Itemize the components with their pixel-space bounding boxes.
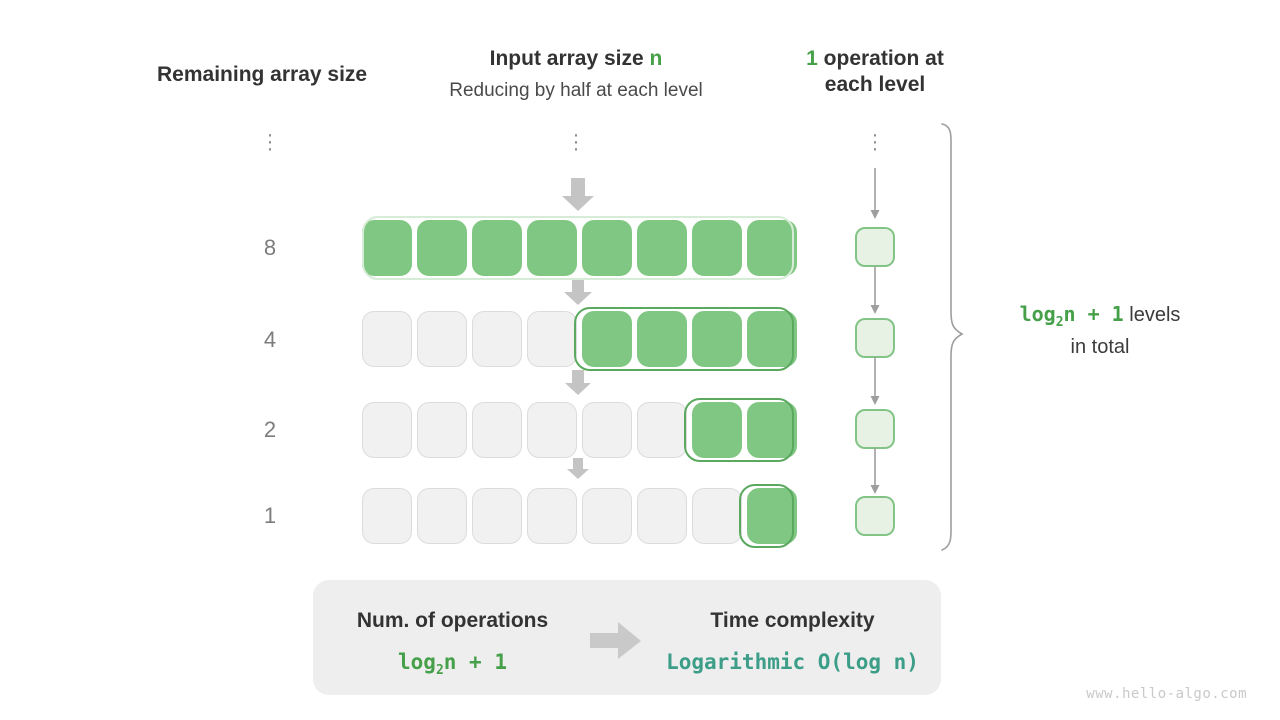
right-arrow-icon-summary [590, 622, 641, 659]
level-label-1: 4 [263, 327, 277, 352]
connector-arrow-icon-1 [870, 266, 880, 314]
array-cell [527, 311, 577, 367]
array-cell [692, 488, 742, 544]
down-arrow-icon-level-3 [567, 458, 589, 479]
array-cell [362, 311, 412, 367]
array-cell [747, 488, 797, 544]
array-cell [527, 488, 577, 544]
header-input-subtitle: Reducing by half at each level [449, 80, 703, 102]
level-label-3: 1 [263, 503, 277, 528]
watermark: www.hello-algo.com [1086, 686, 1247, 702]
ellipsis-array-column: ··· [572, 123, 580, 160]
array-cell [472, 488, 522, 544]
summary-operations-title: Num. of operations [356, 609, 549, 632]
array-cell [692, 220, 742, 276]
array-cell [692, 311, 742, 367]
header-remaining-array-size: Remaining array size [157, 62, 367, 88]
array-cell [472, 220, 522, 276]
array-row-level-1 [362, 311, 797, 367]
array-cell [582, 311, 632, 367]
array-row-level-3 [362, 488, 797, 544]
header-operations-accent-1: 1 [806, 47, 818, 70]
array-cell [417, 488, 467, 544]
header-input-accent-n: n [649, 47, 663, 70]
array-cell [527, 402, 577, 458]
array-cell [417, 311, 467, 367]
brace-caption: log2n + 1 levels in total [985, 300, 1215, 362]
operation-box-level-3 [855, 496, 895, 536]
summary-complexity-value: Logarithmic O(log n) [666, 649, 919, 674]
array-cell [747, 402, 797, 458]
summary-operations-value: log2n + 1 [398, 649, 507, 678]
array-cell [472, 311, 522, 367]
header-input-array-size: Input array size n Reducing by half at e… [416, 46, 736, 103]
down-arrow-icon-level-1 [564, 278, 592, 305]
header-remaining-title: Remaining array size [157, 63, 368, 86]
array-cell [527, 220, 577, 276]
array-cell [582, 488, 632, 544]
array-cell [362, 220, 412, 276]
array-cell [582, 220, 632, 276]
brace-expression: log2n + 1 [1019, 302, 1124, 330]
array-cell [472, 402, 522, 458]
connector-arrow-icon-3 [870, 448, 880, 494]
operation-box-level-0 [855, 227, 895, 267]
ellipsis-left-column: ··· [266, 123, 274, 160]
array-cell [637, 488, 687, 544]
connector-arrow-icon-2 [870, 357, 880, 405]
array-cell [747, 220, 797, 276]
header-operations: 1 operation at each level [790, 46, 960, 99]
array-cell [362, 402, 412, 458]
summary-complexity-title: Time complexity [710, 609, 875, 632]
level-label-0: 8 [263, 235, 277, 260]
ellipsis-operations-column: ··· [871, 123, 879, 160]
array-cell [362, 488, 412, 544]
operation-box-level-1 [855, 318, 895, 358]
array-cell [692, 402, 742, 458]
array-row-level-2 [362, 402, 797, 458]
array-cell [747, 311, 797, 367]
brace-caption-line1: log2n + 1 levels [985, 300, 1215, 333]
connector-arrow-icon-0 [870, 168, 880, 219]
array-cell [417, 220, 467, 276]
array-cell [417, 402, 467, 458]
summary-operations-column: Num. of operations log2n + 1 [330, 605, 575, 681]
array-cell [637, 220, 687, 276]
brace-caption-line2: in total [1070, 335, 1130, 358]
summary-complexity-column: Time complexity Logarithmic O(log n) [655, 605, 930, 678]
levels-brace-icon [941, 123, 964, 551]
array-cell [637, 402, 687, 458]
header-operations-title: 1 operation at each level [806, 47, 944, 97]
array-cell [582, 402, 632, 458]
header-input-title: Input array size n [489, 47, 663, 70]
down-arrow-icon-level-2 [565, 370, 591, 395]
array-row-level-0 [362, 220, 797, 276]
operation-box-level-2 [855, 409, 895, 449]
level-label-2: 2 [263, 417, 277, 442]
array-cell [637, 311, 687, 367]
down-arrow-icon-level-0 [562, 178, 594, 211]
brace-caption-suffix: levels [1129, 304, 1181, 326]
